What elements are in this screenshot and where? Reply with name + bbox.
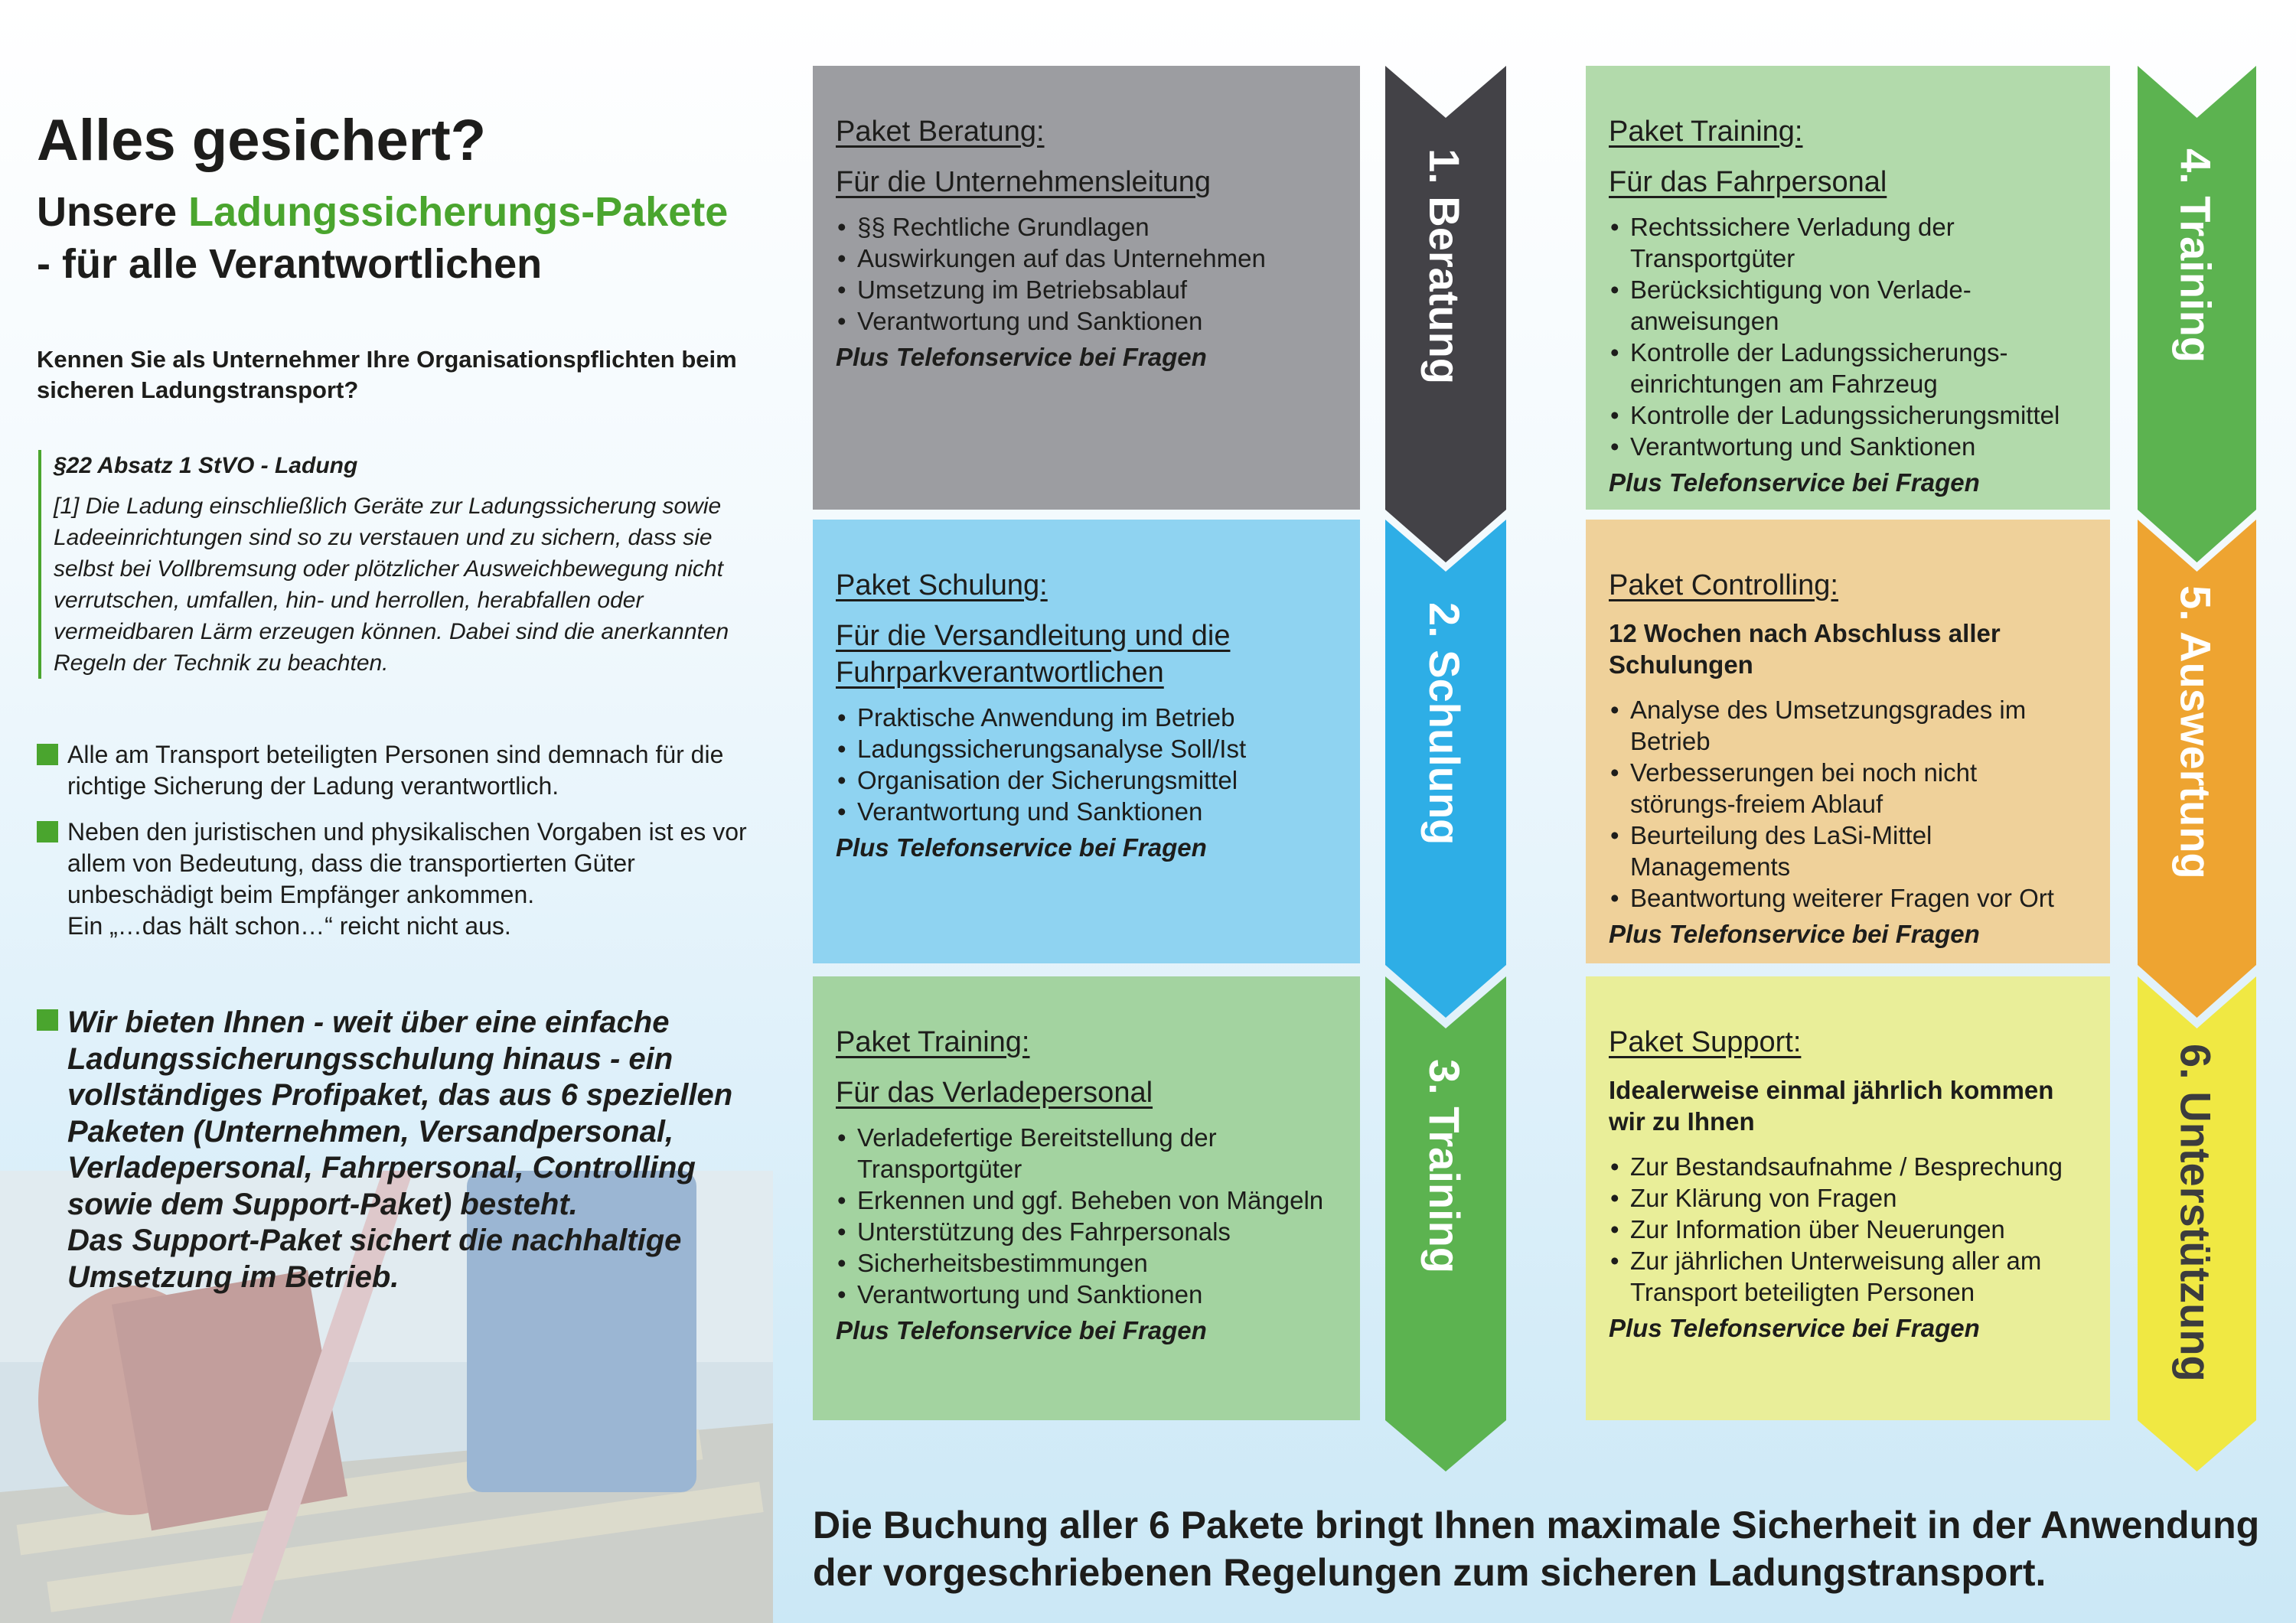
subtitle: Unsere Ladungssicherungs-Pakete - für al… xyxy=(37,186,728,290)
package-audience: Für die Unternehmensleitung xyxy=(836,166,1212,198)
package-title: Paket Schulung: xyxy=(836,569,1048,601)
package-items: Zur Bestandsaufnahme / BesprechungZur Kl… xyxy=(1609,1151,2087,1308)
package-phone-service: Plus Telefonservice bei Fragen xyxy=(836,1316,1207,1344)
package-item: Organisation der Sicherungsmittel xyxy=(836,764,1337,796)
package-phone-service: Plus Telefonservice bei Fragen xyxy=(836,833,1207,862)
chevron-arrow-segment xyxy=(1385,976,1506,1471)
intro-bullet-text: Alle am Transport beteiligten Personen s… xyxy=(67,741,724,800)
package-subtitle: 12 Wochen nach Abschluss aller Schulunge… xyxy=(1609,619,2001,679)
page-title: Alles gesichert? xyxy=(37,108,487,173)
package-item: Verantwortung und Sanktionen xyxy=(836,305,1337,337)
package-items: Verladefertige Bereitstellung der Transp… xyxy=(836,1122,1337,1310)
package-card: Paket Support: Idealerweise einmal jährli… xyxy=(1586,976,2110,1420)
package-items: §§ Rechtliche GrundlagenAuswirkungen auf… xyxy=(836,211,1337,337)
chevron-arrow-segment xyxy=(2138,66,2256,562)
package-title: Paket Support: xyxy=(1609,1026,1802,1058)
chevron-arrow-segment xyxy=(2138,520,2256,1018)
chevron-arrow-segment xyxy=(1385,66,1506,562)
offer-paragraph: Wir bieten Ihnen - weit über eine einfac… xyxy=(37,1005,764,1295)
intro-bullet: Neben den juristischen und physikalische… xyxy=(37,816,764,942)
package-items: Analyse des Umsetzungsgrades im BetriebV… xyxy=(1609,694,2087,914)
package-card: Paket Beratung: Für die Unternehmensleitu… xyxy=(813,66,1360,510)
package-phone-service: Plus Telefonservice bei Fragen xyxy=(1609,1314,1980,1342)
package-item: §§ Rechtliche Grundlagen xyxy=(836,211,1337,243)
package-item: Rechtssichere Verladung der Transportgüt… xyxy=(1609,211,2087,274)
step-label: 1. Beratung xyxy=(1420,148,1469,385)
package-item: Kontrolle der Ladungssicherungsmittel xyxy=(1609,399,2087,431)
package-phone-service: Plus Telefonservice bei Fragen xyxy=(836,343,1207,371)
package-item: Erkennen und ggf. Beheben von Mängeln xyxy=(836,1185,1337,1216)
step-label: 6. Unterstützung xyxy=(2171,1044,2220,1382)
package-item: Beurteilung des LaSi-Mittel Managements xyxy=(1609,820,2087,882)
green-square-icon xyxy=(37,821,58,842)
package-title: Paket Beratung: xyxy=(836,116,1045,148)
step-label: 5. Auswertung xyxy=(2171,585,2220,879)
subtitle-highlight: Ladungssicherungs-Pakete xyxy=(188,189,729,235)
intro-bullet-text: Neben den juristischen und physikalische… xyxy=(67,818,747,908)
package-item: Kontrolle der Ladungssicherungs-einricht… xyxy=(1609,337,2087,399)
subtitle-prefix: Unsere xyxy=(37,189,189,235)
package-audience: Für die Versandleitung und die Fuhrparkv… xyxy=(836,620,1231,689)
package-item: Beantwortung weiterer Fragen vor Ort xyxy=(1609,882,2087,914)
package-card: Paket Schulung: Für die Versandleitung un… xyxy=(813,520,1360,963)
package-item: Berücksichtigung von Verlade-anweisungen xyxy=(1609,274,2087,337)
package-item: Auswirkungen auf das Unternehmen xyxy=(836,243,1337,274)
intro-bullet-text: Ein „…das hält schon…“ reicht nicht aus. xyxy=(67,912,511,940)
offer-text-support: Das Support-Paket sichert die nachhaltig… xyxy=(67,1224,682,1294)
package-item: Zur Klärung von Fragen xyxy=(1609,1182,2087,1214)
chevron-arrow-segment xyxy=(1385,520,1506,1018)
package-item: Praktische Anwendung im Betrieb xyxy=(836,702,1337,733)
package-item: Zur jährlichen Unterweisung aller am Tra… xyxy=(1609,1245,2087,1308)
package-card: Paket Training: Für das FahrpersonalRecht… xyxy=(1586,66,2110,510)
subtitle-line2: - für alle Verantwortlichen xyxy=(37,241,543,287)
package-item: Verantwortung und Sanktionen xyxy=(836,1279,1337,1310)
package-item: Sicherheitsbestimmungen xyxy=(836,1247,1337,1279)
package-item: Verladefertige Bereitstellung der Transp… xyxy=(836,1122,1337,1185)
package-items: Praktische Anwendung im BetriebLadungssi… xyxy=(836,702,1337,827)
package-item: Verbesserungen bei noch nicht störungs-f… xyxy=(1609,757,2087,820)
package-item: Verantwortung und Sanktionen xyxy=(1609,431,2087,462)
package-item: Zur Information über Neuerungen xyxy=(1609,1214,2087,1245)
package-title: Paket Training: xyxy=(1609,116,1803,148)
step-label: 3. Training xyxy=(1420,1059,1469,1274)
package-item: Unterstützung des Fahrpersonals xyxy=(836,1216,1337,1247)
package-card: Paket Training: Für das VerladepersonalVe… xyxy=(813,976,1360,1420)
law-quote-text: [1] Die Ladung einschließlich Geräte zur… xyxy=(54,494,729,676)
green-square-icon xyxy=(37,1009,58,1031)
chevron-arrow-segment xyxy=(2138,976,2256,1471)
package-item: Analyse des Umsetzungsgrades im Betrieb xyxy=(1609,694,2087,757)
package-item: Zur Bestandsaufnahme / Besprechung xyxy=(1609,1151,2087,1182)
package-audience: Für das Verladepersonal xyxy=(836,1077,1153,1109)
law-quote: §22 Absatz 1 StVO - Ladung [1] Die Ladun… xyxy=(38,450,742,679)
package-phone-service: Plus Telefonservice bei Fragen xyxy=(1609,920,1980,948)
package-title: Paket Training: xyxy=(836,1026,1030,1058)
offer-text: Wir bieten Ihnen - weit über eine einfac… xyxy=(67,1005,733,1221)
green-square-icon xyxy=(37,744,58,765)
package-item: Verantwortung und Sanktionen xyxy=(836,796,1337,827)
step-label: 2. Schulung xyxy=(1420,602,1469,846)
package-items: Rechtssichere Verladung der Transportgüt… xyxy=(1609,211,2087,462)
package-card: Paket Controlling: 12 Wochen nach Abschlu… xyxy=(1586,520,2110,963)
package-item: Ladungssicherungsanalyse Soll/Ist xyxy=(836,733,1337,764)
intro-question: Kennen Sie als Unternehmer Ihre Organisa… xyxy=(37,346,737,403)
package-title: Paket Controlling: xyxy=(1609,569,1838,601)
intro-bullet: Alle am Transport beteiligten Personen s… xyxy=(37,739,764,802)
package-item: Umsetzung im Betriebsablauf xyxy=(836,274,1337,305)
cargo-photo xyxy=(0,1171,773,1623)
law-quote-heading: §22 Absatz 1 StVO - Ladung xyxy=(54,453,358,478)
step-label: 4. Training xyxy=(2171,148,2220,363)
package-phone-service: Plus Telefonservice bei Fragen xyxy=(1609,468,1980,497)
package-subtitle: Idealerweise einmal jährlich kommen wir … xyxy=(1609,1076,2054,1136)
footer-statement: Die Buchung aller 6 Pakete bringt Ihnen … xyxy=(813,1504,2260,1594)
package-audience: Für das Fahrpersonal xyxy=(1609,166,1887,198)
